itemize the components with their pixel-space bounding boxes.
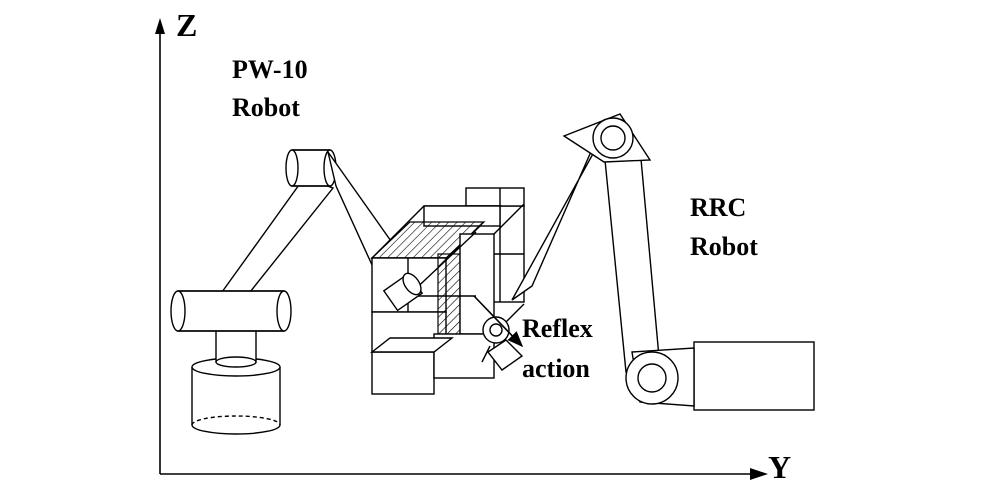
workpiece-block-stack [369, 187, 525, 395]
y-axis-arrow-icon [750, 468, 768, 480]
pw10-column [215, 329, 257, 368]
z-axis-label: Z [176, 7, 197, 43]
rrc-elbow-joint [592, 117, 634, 159]
rrc-robot [511, 113, 815, 411]
pw10-label-line2: Robot [232, 93, 300, 122]
reflex-action-label-line2: action [522, 354, 590, 383]
pw10-label-line1: PW-10 [232, 55, 308, 84]
z-axis-arrow-icon [155, 18, 165, 34]
y-axis-label: Y [768, 449, 791, 485]
pw10-lower-arm [220, 177, 335, 293]
rrc-upper-arm [603, 147, 661, 373]
rrc-shoulder-joint [625, 351, 679, 405]
pw10-end-effector [382, 272, 424, 312]
rrc-label-line1: RRC [690, 193, 746, 222]
pw10-base-cylinder [191, 357, 281, 435]
rrc-motor-housing [693, 341, 815, 411]
reflex-action-arrow-icon [473, 295, 524, 348]
rrc-label-line2: Robot [690, 232, 758, 261]
pw10-shoulder-cylinder [170, 290, 292, 332]
workpiece-hatched-side [437, 253, 461, 335]
reflex-action-label-line1: Reflex [522, 314, 593, 343]
pw10-robot [170, 149, 416, 435]
rrc-wrist-joint [481, 316, 524, 371]
axes: Z Y [155, 7, 791, 485]
